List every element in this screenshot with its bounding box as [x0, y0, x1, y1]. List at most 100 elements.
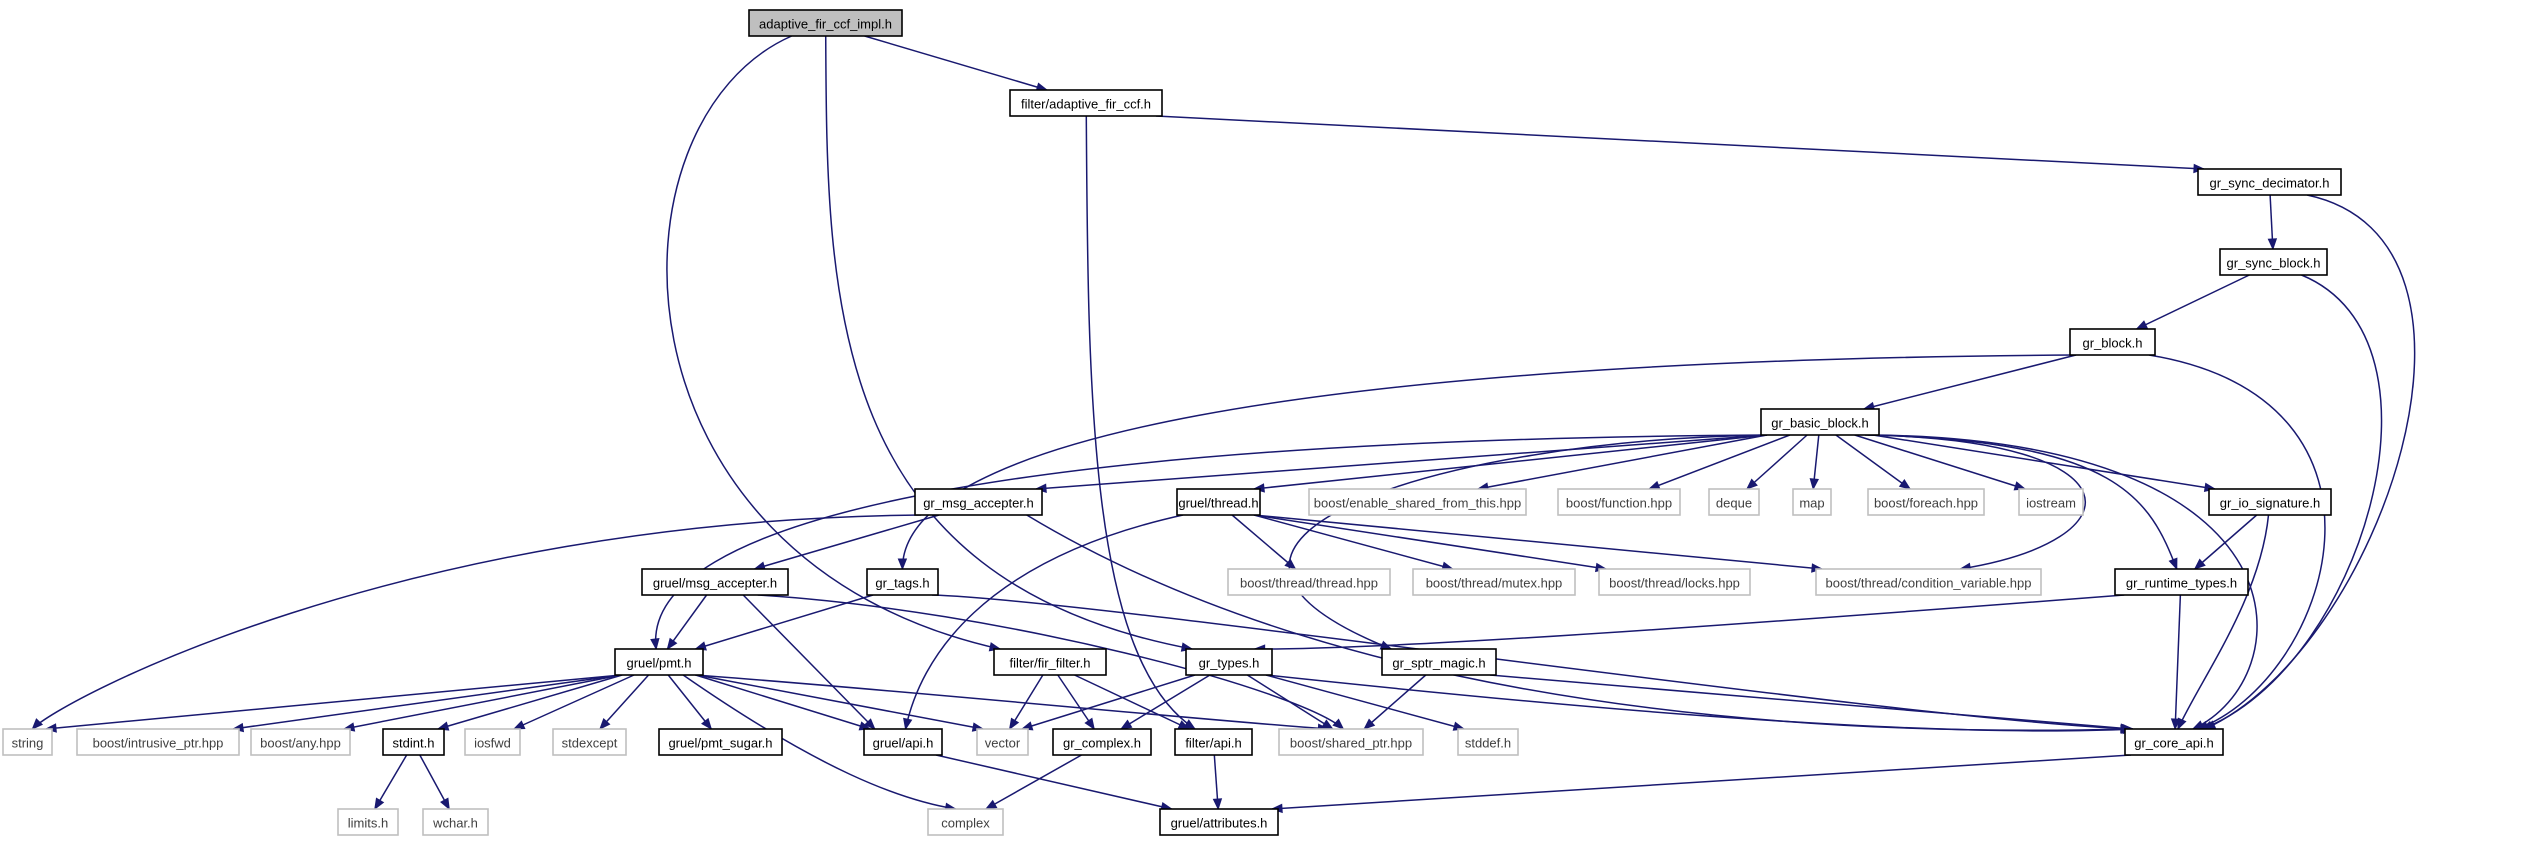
node-rtypes[interactable]: gr_runtime_types.h: [2114, 568, 2249, 596]
node-box[interactable]: [866, 568, 939, 596]
node-string[interactable]: string: [2, 728, 53, 756]
node-block[interactable]: gr_block.h: [2069, 328, 2156, 356]
node-box[interactable]: [1708, 488, 1760, 516]
node-coreapi[interactable]: gr_core_api.h: [2124, 728, 2224, 756]
node-box[interactable]: [1174, 728, 1253, 756]
node-box[interactable]: [641, 568, 789, 596]
node-pmtsugar[interactable]: gruel/pmt_sugar.h: [658, 728, 783, 756]
node-box[interactable]: [993, 648, 1107, 676]
node-enable[interactable]: boost/enable_shared_from_this.hpp: [1308, 488, 1527, 516]
node-foreach[interactable]: boost/foreach.hpp: [1867, 488, 1985, 516]
include-edge-arrowhead: [1647, 480, 1661, 490]
node-box[interactable]: [976, 728, 1029, 756]
node-complexh[interactable]: gr_complex.h: [1052, 728, 1152, 756]
node-map[interactable]: map: [1792, 488, 1832, 516]
node-intrusive[interactable]: boost/intrusive_ptr.hpp: [76, 728, 240, 756]
node-box[interactable]: [1412, 568, 1576, 596]
node-gthread[interactable]: gruel/thread.h: [1176, 488, 1261, 516]
node-box[interactable]: [1557, 488, 1681, 516]
node-box[interactable]: [1815, 568, 2042, 596]
node-pmt[interactable]: gruel/pmt.h: [614, 648, 704, 676]
node-syncdec[interactable]: gr_sync_decimator.h: [2197, 168, 2342, 196]
node-box[interactable]: [2208, 488, 2332, 516]
node-stdint[interactable]: stdint.h: [382, 728, 445, 756]
node-stdexcept[interactable]: stdexcept: [552, 728, 627, 756]
node-box[interactable]: [1227, 568, 1391, 596]
node-box[interactable]: [1381, 648, 1497, 676]
node-box[interactable]: [614, 648, 704, 676]
node-box[interactable]: [2219, 248, 2328, 276]
node-box[interactable]: [927, 808, 1004, 836]
node-deque[interactable]: deque: [1708, 488, 1760, 516]
node-msgacc[interactable]: gr_msg_accepter.h: [914, 488, 1043, 516]
include-edge: [2201, 274, 2383, 730]
node-box[interactable]: [2124, 728, 2224, 756]
include-edge: [985, 754, 1082, 810]
node-gmsgacc[interactable]: gruel/msg_accepter.h: [641, 568, 789, 596]
node-stddef[interactable]: stddef.h: [1457, 728, 1519, 756]
node-complex[interactable]: complex: [927, 808, 1004, 836]
node-box[interactable]: [552, 728, 627, 756]
node-box[interactable]: [1278, 728, 1424, 756]
node-box[interactable]: [76, 728, 240, 756]
include-edge: [695, 594, 874, 650]
include-edge: [2204, 194, 2416, 730]
node-limits[interactable]: limits.h: [337, 808, 399, 836]
node-box[interactable]: [1159, 808, 1279, 836]
node-box[interactable]: [2197, 168, 2342, 196]
node-firfilter[interactable]: filter/fir_filter.h: [993, 648, 1107, 676]
node-iostream[interactable]: iostream: [2018, 488, 2084, 516]
node-blocks[interactable]: boost/thread/locks.hpp: [1598, 568, 1751, 596]
node-box[interactable]: [2114, 568, 2249, 596]
node-attrs[interactable]: gruel/attributes.h: [1159, 808, 1279, 836]
node-box[interactable]: [422, 808, 489, 836]
node-box[interactable]: [250, 728, 351, 756]
node-box[interactable]: [382, 728, 445, 756]
node-box[interactable]: [1009, 89, 1163, 117]
node-function[interactable]: boost/function.hpp: [1557, 488, 1681, 516]
node-box[interactable]: [464, 728, 521, 756]
node-any[interactable]: boost/any.hpp: [250, 728, 351, 756]
node-box[interactable]: [337, 808, 399, 836]
node-box[interactable]: [1176, 488, 1261, 516]
node-box[interactable]: [1457, 728, 1519, 756]
node-bthread[interactable]: boost/thread/thread.hpp: [1227, 568, 1391, 596]
include-edge: [931, 594, 2133, 730]
node-box[interactable]: [863, 728, 943, 756]
node-fapi[interactable]: filter/api.h: [1174, 728, 1253, 756]
include-edge-arrowhead: [440, 797, 450, 811]
node-box[interactable]: [1867, 488, 1985, 516]
node-box[interactable]: [1052, 728, 1152, 756]
node-root[interactable]: adaptive_fir_ccf_impl.h: [748, 9, 903, 37]
node-iosig[interactable]: gr_io_signature.h: [2208, 488, 2332, 516]
include-edge-arrowhead: [1119, 719, 1133, 730]
node-box[interactable]: [748, 9, 903, 37]
node-sptr[interactable]: gr_sptr_magic.h: [1381, 648, 1497, 676]
node-box[interactable]: [1308, 488, 1527, 516]
node-gapi[interactable]: gruel/api.h: [863, 728, 943, 756]
node-box[interactable]: [658, 728, 783, 756]
node-afirh[interactable]: filter/adaptive_fir_ccf.h: [1009, 89, 1163, 117]
node-box[interactable]: [1185, 648, 1273, 676]
node-box[interactable]: [914, 488, 1043, 516]
node-basic[interactable]: gr_basic_block.h: [1760, 408, 1880, 436]
node-tags[interactable]: gr_tags.h: [866, 568, 939, 596]
include-edge-arrowhead: [1809, 478, 1819, 491]
node-bcond[interactable]: boost/thread/condition_variable.hpp: [1815, 568, 2042, 596]
include-edge: [666, 594, 708, 650]
node-wchar[interactable]: wchar.h: [422, 808, 489, 836]
node-vector[interactable]: vector: [976, 728, 1029, 756]
node-types[interactable]: gr_types.h: [1185, 648, 1273, 676]
node-box[interactable]: [1792, 488, 1832, 516]
node-label: gr_sync_decimator.h: [2210, 176, 2330, 191]
node-box[interactable]: [2018, 488, 2084, 516]
node-box[interactable]: [2, 728, 53, 756]
node-bmutex[interactable]: boost/thread/mutex.hpp: [1412, 568, 1576, 596]
node-box[interactable]: [2069, 328, 2156, 356]
node-label: map: [1799, 496, 1824, 511]
node-box[interactable]: [1598, 568, 1751, 596]
node-shared[interactable]: boost/shared_ptr.hpp: [1278, 728, 1424, 756]
node-syncblock[interactable]: gr_sync_block.h: [2219, 248, 2328, 276]
node-box[interactable]: [1760, 408, 1880, 436]
node-iosfwd[interactable]: iosfwd: [464, 728, 521, 756]
